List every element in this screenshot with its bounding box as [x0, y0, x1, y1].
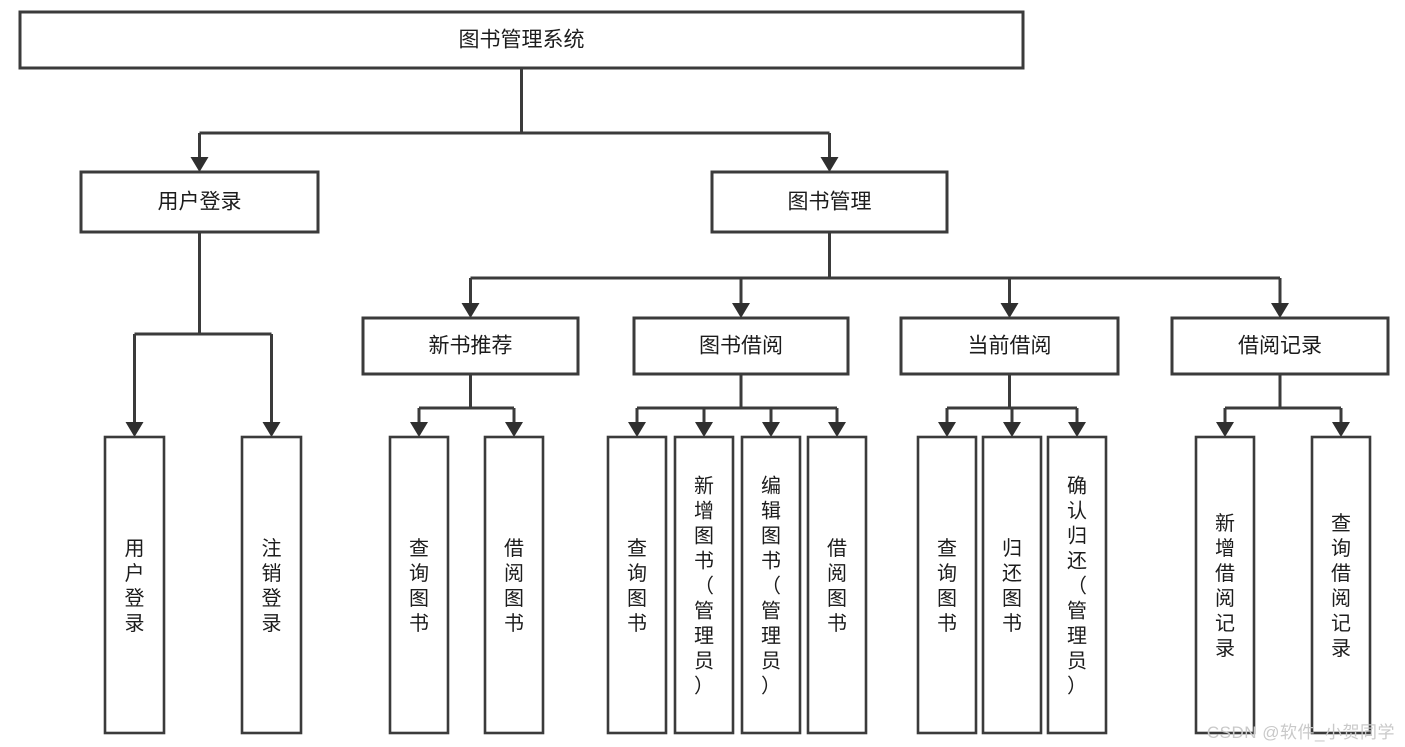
node-level2-2[interactable]: 当前借阅 — [899, 316, 1120, 376]
node-label: 图书管理系统 — [459, 29, 585, 52]
connectors-layer — [125, 68, 1350, 437]
node-box — [1046, 435, 1108, 735]
node-box — [740, 435, 802, 735]
node-leaf-2[interactable]: 查询图书 — [388, 435, 450, 735]
node-level2-0[interactable]: 新书推荐 — [361, 316, 580, 376]
node-label: 新书推荐 — [429, 335, 513, 358]
node-label: 查询借阅记录 — [1331, 512, 1351, 660]
node-leaf-0[interactable]: 用户登录 — [103, 435, 166, 735]
node-label: 图书借阅 — [699, 335, 783, 358]
node-box — [240, 435, 303, 735]
node-leaf-12[interactable]: 查询借阅记录 — [1310, 435, 1372, 735]
csdn-watermark: CSDN @软件_小贺同学 — [1206, 723, 1395, 742]
node-level2-1[interactable]: 图书借阅 — [632, 316, 850, 376]
node-box — [710, 170, 949, 234]
node-label: 新增图书（管理员） — [694, 475, 714, 698]
node-label: 图书管理 — [788, 191, 872, 214]
node-box — [18, 10, 1025, 70]
node-box — [632, 316, 850, 376]
node-box — [606, 435, 668, 735]
node-leaf-4[interactable]: 查询图书 — [606, 435, 668, 735]
node-root-system[interactable]: 图书管理系统 — [18, 10, 1025, 70]
node-box — [1194, 435, 1256, 735]
node-leaf-6[interactable]: 编辑图书（管理员） — [740, 435, 802, 735]
node-box — [981, 435, 1043, 735]
node-box — [483, 435, 545, 735]
node-level1-1[interactable]: 图书管理 — [710, 170, 949, 234]
node-leaf-7[interactable]: 借阅图书 — [806, 435, 868, 735]
node-label: 归还图书 — [1002, 537, 1022, 635]
node-leaf-3[interactable]: 借阅图书 — [483, 435, 545, 735]
node-leaf-8[interactable]: 查询图书 — [916, 435, 978, 735]
node-leaf-11[interactable]: 新增借阅记录 — [1194, 435, 1256, 735]
node-box — [361, 316, 580, 376]
node-box — [103, 435, 166, 735]
node-label: 当前借阅 — [968, 335, 1052, 358]
node-box — [1170, 316, 1390, 376]
node-box — [806, 435, 868, 735]
node-box — [79, 170, 320, 234]
node-level2-3[interactable]: 借阅记录 — [1170, 316, 1390, 376]
node-label: 查询图书 — [409, 537, 429, 635]
node-leaf-9[interactable]: 归还图书 — [981, 435, 1043, 735]
node-box — [1310, 435, 1372, 735]
node-box — [673, 435, 735, 735]
node-label: 查询图书 — [627, 537, 647, 635]
node-box — [899, 316, 1120, 376]
node-label: 新增借阅记录 — [1215, 512, 1235, 660]
node-label: 借阅记录 — [1238, 335, 1322, 358]
node-level1-0[interactable]: 用户登录 — [79, 170, 320, 234]
node-label: 用户登录 — [158, 191, 242, 214]
nodes-layer: 图书管理系统用户登录图书管理新书推荐图书借阅当前借阅借阅记录用户登录注销登录查询… — [18, 10, 1390, 735]
node-label: 查询图书 — [937, 537, 957, 635]
node-label: 编辑图书（管理员） — [761, 475, 781, 698]
node-leaf-1[interactable]: 注销登录 — [240, 435, 303, 735]
node-box — [388, 435, 450, 735]
node-leaf-5[interactable]: 新增图书（管理员） — [673, 435, 735, 735]
node-box — [916, 435, 978, 735]
node-label: 借阅图书 — [827, 537, 847, 635]
node-label: 注销登录 — [262, 537, 282, 635]
node-label: 借阅图书 — [504, 537, 524, 635]
node-label: 用户登录 — [125, 538, 145, 635]
node-leaf-10[interactable]: 确认归还（管理员） — [1046, 435, 1108, 735]
node-label: 确认归还（管理员） — [1067, 475, 1087, 698]
